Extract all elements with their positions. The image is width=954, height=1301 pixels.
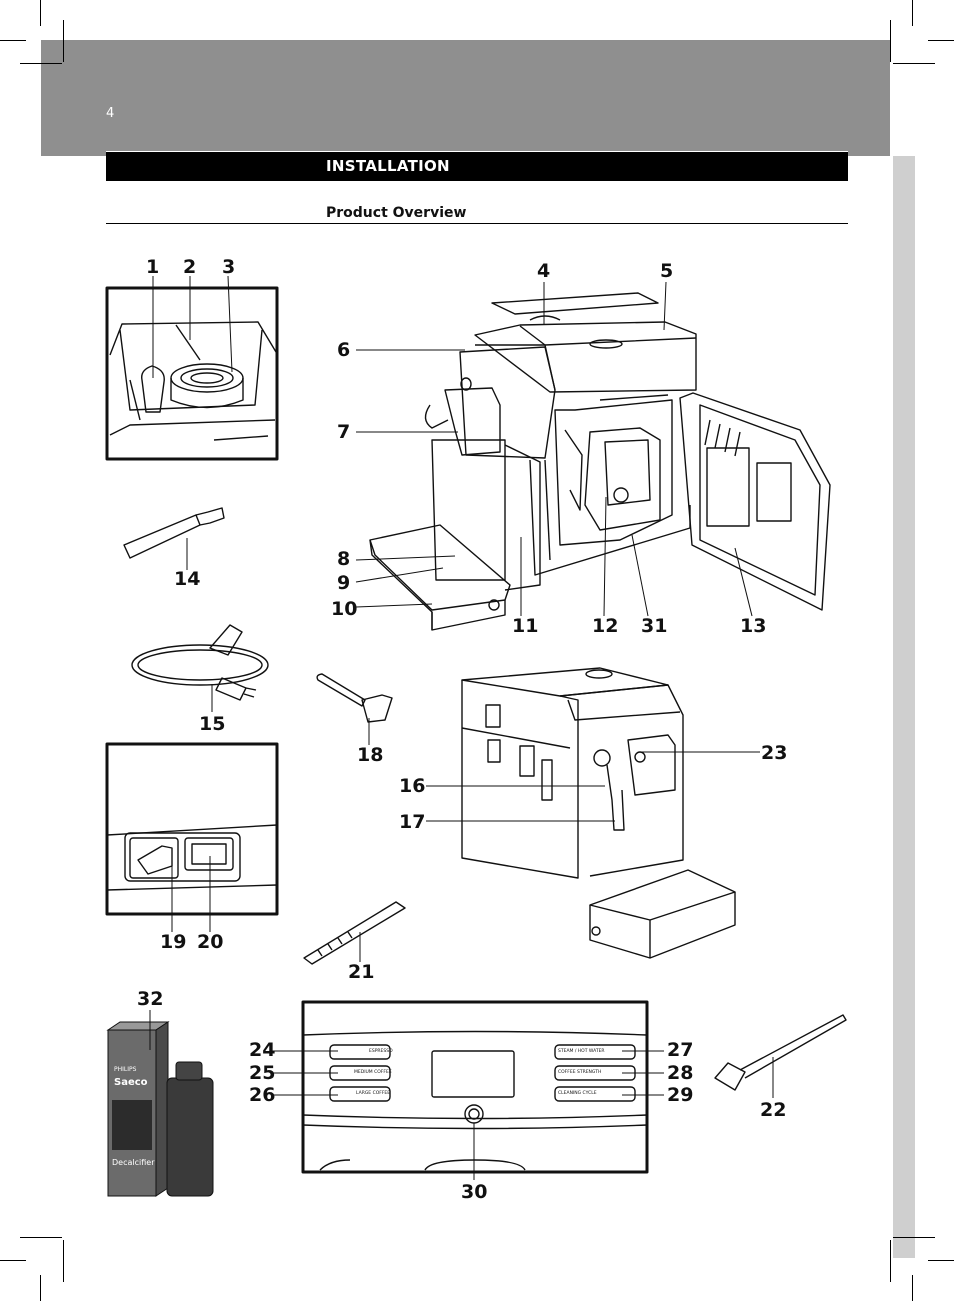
callout-26: 26 [249, 1084, 276, 1106]
control-panel-detail [272, 1000, 664, 1180]
decalcifier-product-name: Decalcifier [112, 1158, 155, 1167]
grease-tube [123, 507, 225, 570]
measuring-scoop [316, 673, 393, 745]
callout-17: 17 [399, 811, 426, 833]
callout-27: 27 [667, 1039, 694, 1061]
subtitle: Product Overview [326, 205, 467, 221]
callout-9: 9 [337, 572, 351, 594]
decalcifier-brand: PHILIPS [114, 1066, 137, 1073]
crop-mark [893, 1237, 935, 1238]
callout-1: 1 [146, 256, 160, 278]
crop-mark [912, 0, 913, 26]
section-title: INSTALLATION [326, 157, 450, 175]
callout-8: 8 [337, 548, 351, 570]
callout-16: 16 [399, 775, 426, 797]
large-coffee-button-label: LARGE COFFEE [356, 1091, 391, 1096]
callout-2: 2 [183, 256, 197, 278]
power-switch-detail [105, 742, 279, 932]
crop-mark [928, 40, 954, 41]
callout-24: 24 [249, 1039, 276, 1061]
side-tab-bar [893, 156, 915, 1258]
crop-mark [63, 1240, 64, 1282]
crop-mark [40, 1275, 41, 1301]
espresso-button-label: ESPRESSO [369, 1049, 393, 1054]
callout-3: 3 [222, 256, 236, 278]
callout-23: 23 [761, 742, 788, 764]
callout-4: 4 [537, 260, 551, 282]
callout-6: 6 [337, 339, 351, 361]
crop-mark [0, 1260, 26, 1261]
callout-5: 5 [660, 260, 674, 282]
callout-15: 15 [199, 713, 226, 735]
steam-hot-water-button-label: STEAM / HOT WATER [558, 1049, 605, 1054]
machine-open-view [355, 281, 831, 631]
crop-mark [912, 1275, 913, 1301]
machine-front-view [426, 667, 760, 959]
callout-25: 25 [249, 1062, 276, 1084]
crop-mark [890, 1240, 891, 1282]
callout-7: 7 [337, 421, 351, 443]
coffee-strength-button-label: COFFEE STRENGTH [558, 1070, 602, 1075]
page-number: 4 [106, 106, 115, 121]
crop-mark [20, 63, 62, 64]
callout-31: 31 [641, 615, 668, 637]
callout-10: 10 [331, 598, 358, 620]
medium-coffee-button-label: MEDIUM COFFEE [354, 1070, 392, 1075]
decalcifier-package [106, 1010, 214, 1197]
crop-mark [0, 40, 26, 41]
section-title-bar [106, 151, 848, 181]
crop-mark [20, 1237, 62, 1238]
callout-14: 14 [174, 568, 201, 590]
crop-mark [890, 20, 891, 62]
crop-mark [63, 20, 64, 62]
callout-18: 18 [357, 744, 384, 766]
header-band [41, 40, 890, 156]
water-tank-detail [105, 275, 279, 461]
callout-12: 12 [592, 615, 619, 637]
callout-21: 21 [348, 961, 375, 983]
crop-mark [40, 0, 41, 26]
cleaning-brush [714, 1014, 847, 1098]
callout-11: 11 [512, 615, 539, 637]
decalcifier-sub-brand: Saeco [114, 1077, 148, 1088]
subtitle-rule [106, 223, 848, 224]
water-hardness-test-strip [303, 901, 406, 965]
power-cord [131, 624, 269, 712]
callout-19: 19 [160, 931, 187, 953]
crop-mark [893, 63, 935, 64]
callout-29: 29 [667, 1084, 694, 1106]
callout-28: 28 [667, 1062, 694, 1084]
callout-30: 30 [461, 1181, 488, 1203]
callout-32: 32 [137, 988, 164, 1010]
callout-22: 22 [760, 1099, 787, 1121]
callout-20: 20 [197, 931, 224, 953]
crop-mark [928, 1260, 954, 1261]
callout-13: 13 [740, 615, 767, 637]
cleaning-cycle-button-label: CLEANING CYCLE [558, 1091, 597, 1096]
